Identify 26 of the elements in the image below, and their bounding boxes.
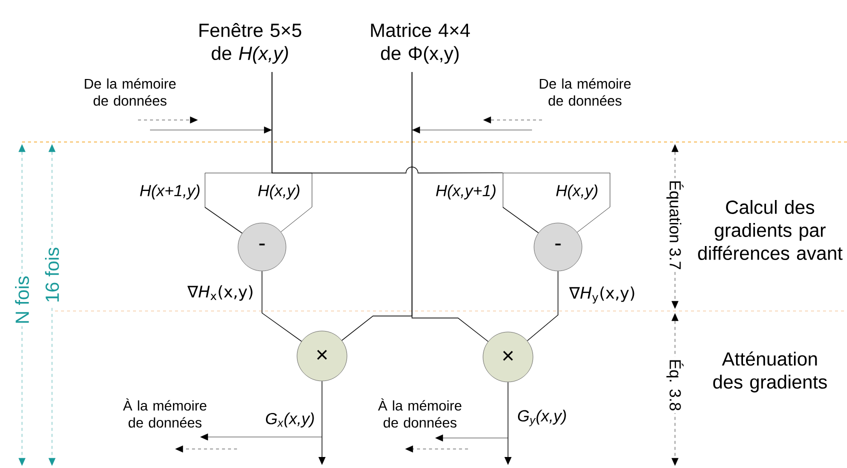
connector	[204, 206, 242, 234]
note: À la mémoire de données	[123, 398, 206, 428]
repeat-label: N fois	[13, 274, 31, 326]
note: De la mémoire de données	[84, 78, 176, 106]
input-label: Matrice 4×4 de Φ(x,y)	[371, 23, 470, 64]
connector	[412, 72, 488, 342]
note: À la mémoire de données	[378, 398, 462, 428]
input-label: H(x,y)	[556, 184, 598, 200]
input-label: H(x+1,y)	[140, 184, 200, 200]
equation-label: Éq. 3.8	[664, 356, 686, 414]
edge-label: ∇H$_{x}$(x,y)	[187, 285, 252, 301]
edge-label: G$_{x}$(x,y)	[266, 412, 314, 428]
connector	[502, 206, 539, 234]
edge-label: G$_{y}$(x,y)	[518, 410, 566, 426]
equation-label: Équation 3.7	[664, 178, 686, 272]
connector	[272, 72, 504, 174]
stage-label: Calcul des gradients par différences avant	[698, 200, 843, 260]
stage-label: Atténuation des gradients	[713, 352, 827, 392]
edge-label: ∇H$_{y}$(x,y)	[569, 286, 634, 304]
repeat-label: 16 fois	[43, 245, 61, 305]
input-label: H(x,y+1)	[436, 184, 496, 200]
connector	[526, 270, 558, 342]
input-label: Fenêtre 5×5 de H(x,y)	[200, 23, 302, 64]
note: De la mémoire de données	[540, 78, 631, 106]
input-label: H(x,y)	[258, 184, 300, 200]
connector	[262, 270, 302, 342]
